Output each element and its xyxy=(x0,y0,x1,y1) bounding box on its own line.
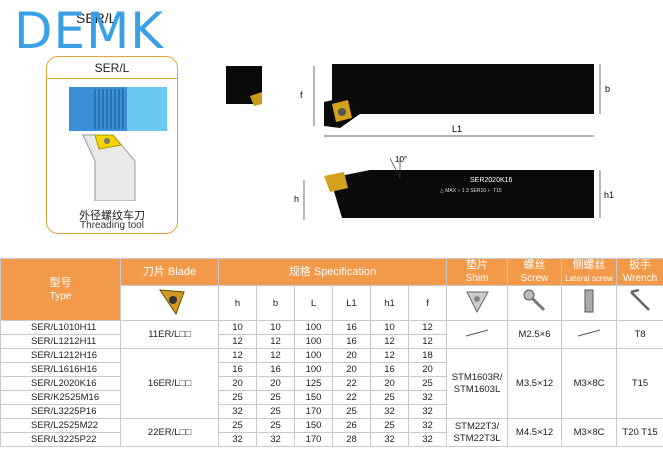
tool-marking: SER2020K16 xyxy=(470,177,513,184)
wrench-icon xyxy=(616,285,663,321)
col-l1: L1 xyxy=(332,285,371,321)
shim-none-cell xyxy=(446,320,509,349)
header-code: SER/L xyxy=(76,10,117,26)
tool-side-view-drawing: 10° h h1 SER2020K16 △ MAX ○ 1 3 SER16 ⊢ … xyxy=(294,155,614,220)
col-b: b xyxy=(256,285,295,321)
card-title: SER/L xyxy=(47,57,177,79)
dim-h-label: h xyxy=(294,194,299,204)
dim-l1-label: L1 xyxy=(452,124,462,134)
tool-top-view-drawing: f b L1 xyxy=(226,64,610,137)
card-caption-cn: 外径螺纹车刀 xyxy=(79,210,145,222)
col-l: L xyxy=(294,285,333,321)
product-card: SER/L 外径螺纹车刀 Threading tool xyxy=(46,56,178,234)
brand-watermark: DEMK xyxy=(14,2,165,60)
header-spec: 规格 Specification xyxy=(217,258,448,286)
angle-label: 10° xyxy=(395,155,407,164)
dim-b-label: b xyxy=(605,84,610,94)
col-f: f xyxy=(407,285,448,321)
screw-icon xyxy=(507,285,563,321)
lateral-none-cell xyxy=(561,320,618,349)
col-h: h xyxy=(218,285,257,321)
dim-f-label: f xyxy=(300,90,303,100)
threading-tool-illustration xyxy=(69,87,167,201)
col-h1: h1 xyxy=(370,285,409,321)
shim-icon xyxy=(446,285,509,321)
blade-insert-icon xyxy=(120,285,219,321)
header-blade: 刀片 Blade xyxy=(120,258,219,286)
tool-sub-marking: △ MAX ○ 1 3 SER16 ⊢ T15 xyxy=(440,188,502,194)
dim-h1-label: h1 xyxy=(604,190,614,200)
card-caption-en: Threading tool xyxy=(80,220,144,231)
lateral-screw-icon xyxy=(561,285,618,321)
